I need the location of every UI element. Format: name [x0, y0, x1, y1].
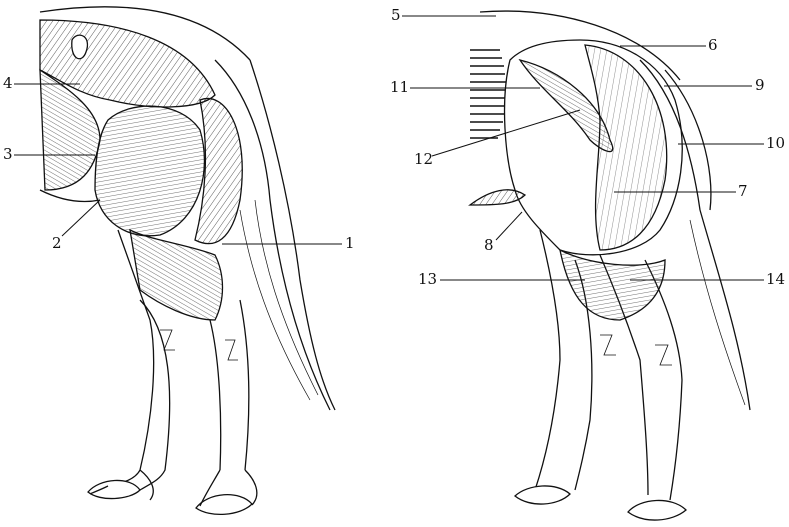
label-10: 10 — [766, 136, 785, 151]
label-2: 2 — [52, 236, 62, 251]
label-5: 5 — [391, 8, 401, 23]
label-1: 1 — [345, 236, 355, 251]
label-4: 4 — [3, 76, 13, 91]
left-hindquarter-figure — [40, 7, 335, 515]
label-3: 3 — [3, 147, 13, 162]
leader-line-8 — [496, 212, 522, 240]
leader-line-2 — [62, 200, 100, 236]
label-14: 14 — [766, 272, 785, 287]
label-9: 9 — [755, 78, 765, 93]
label-13: 13 — [418, 272, 437, 287]
label-8: 8 — [484, 238, 494, 253]
label-6: 6 — [708, 38, 718, 53]
label-11: 11 — [390, 80, 409, 95]
label-7: 7 — [738, 184, 748, 199]
label-12: 12 — [414, 152, 433, 167]
right-hindquarter-figure — [470, 11, 750, 520]
